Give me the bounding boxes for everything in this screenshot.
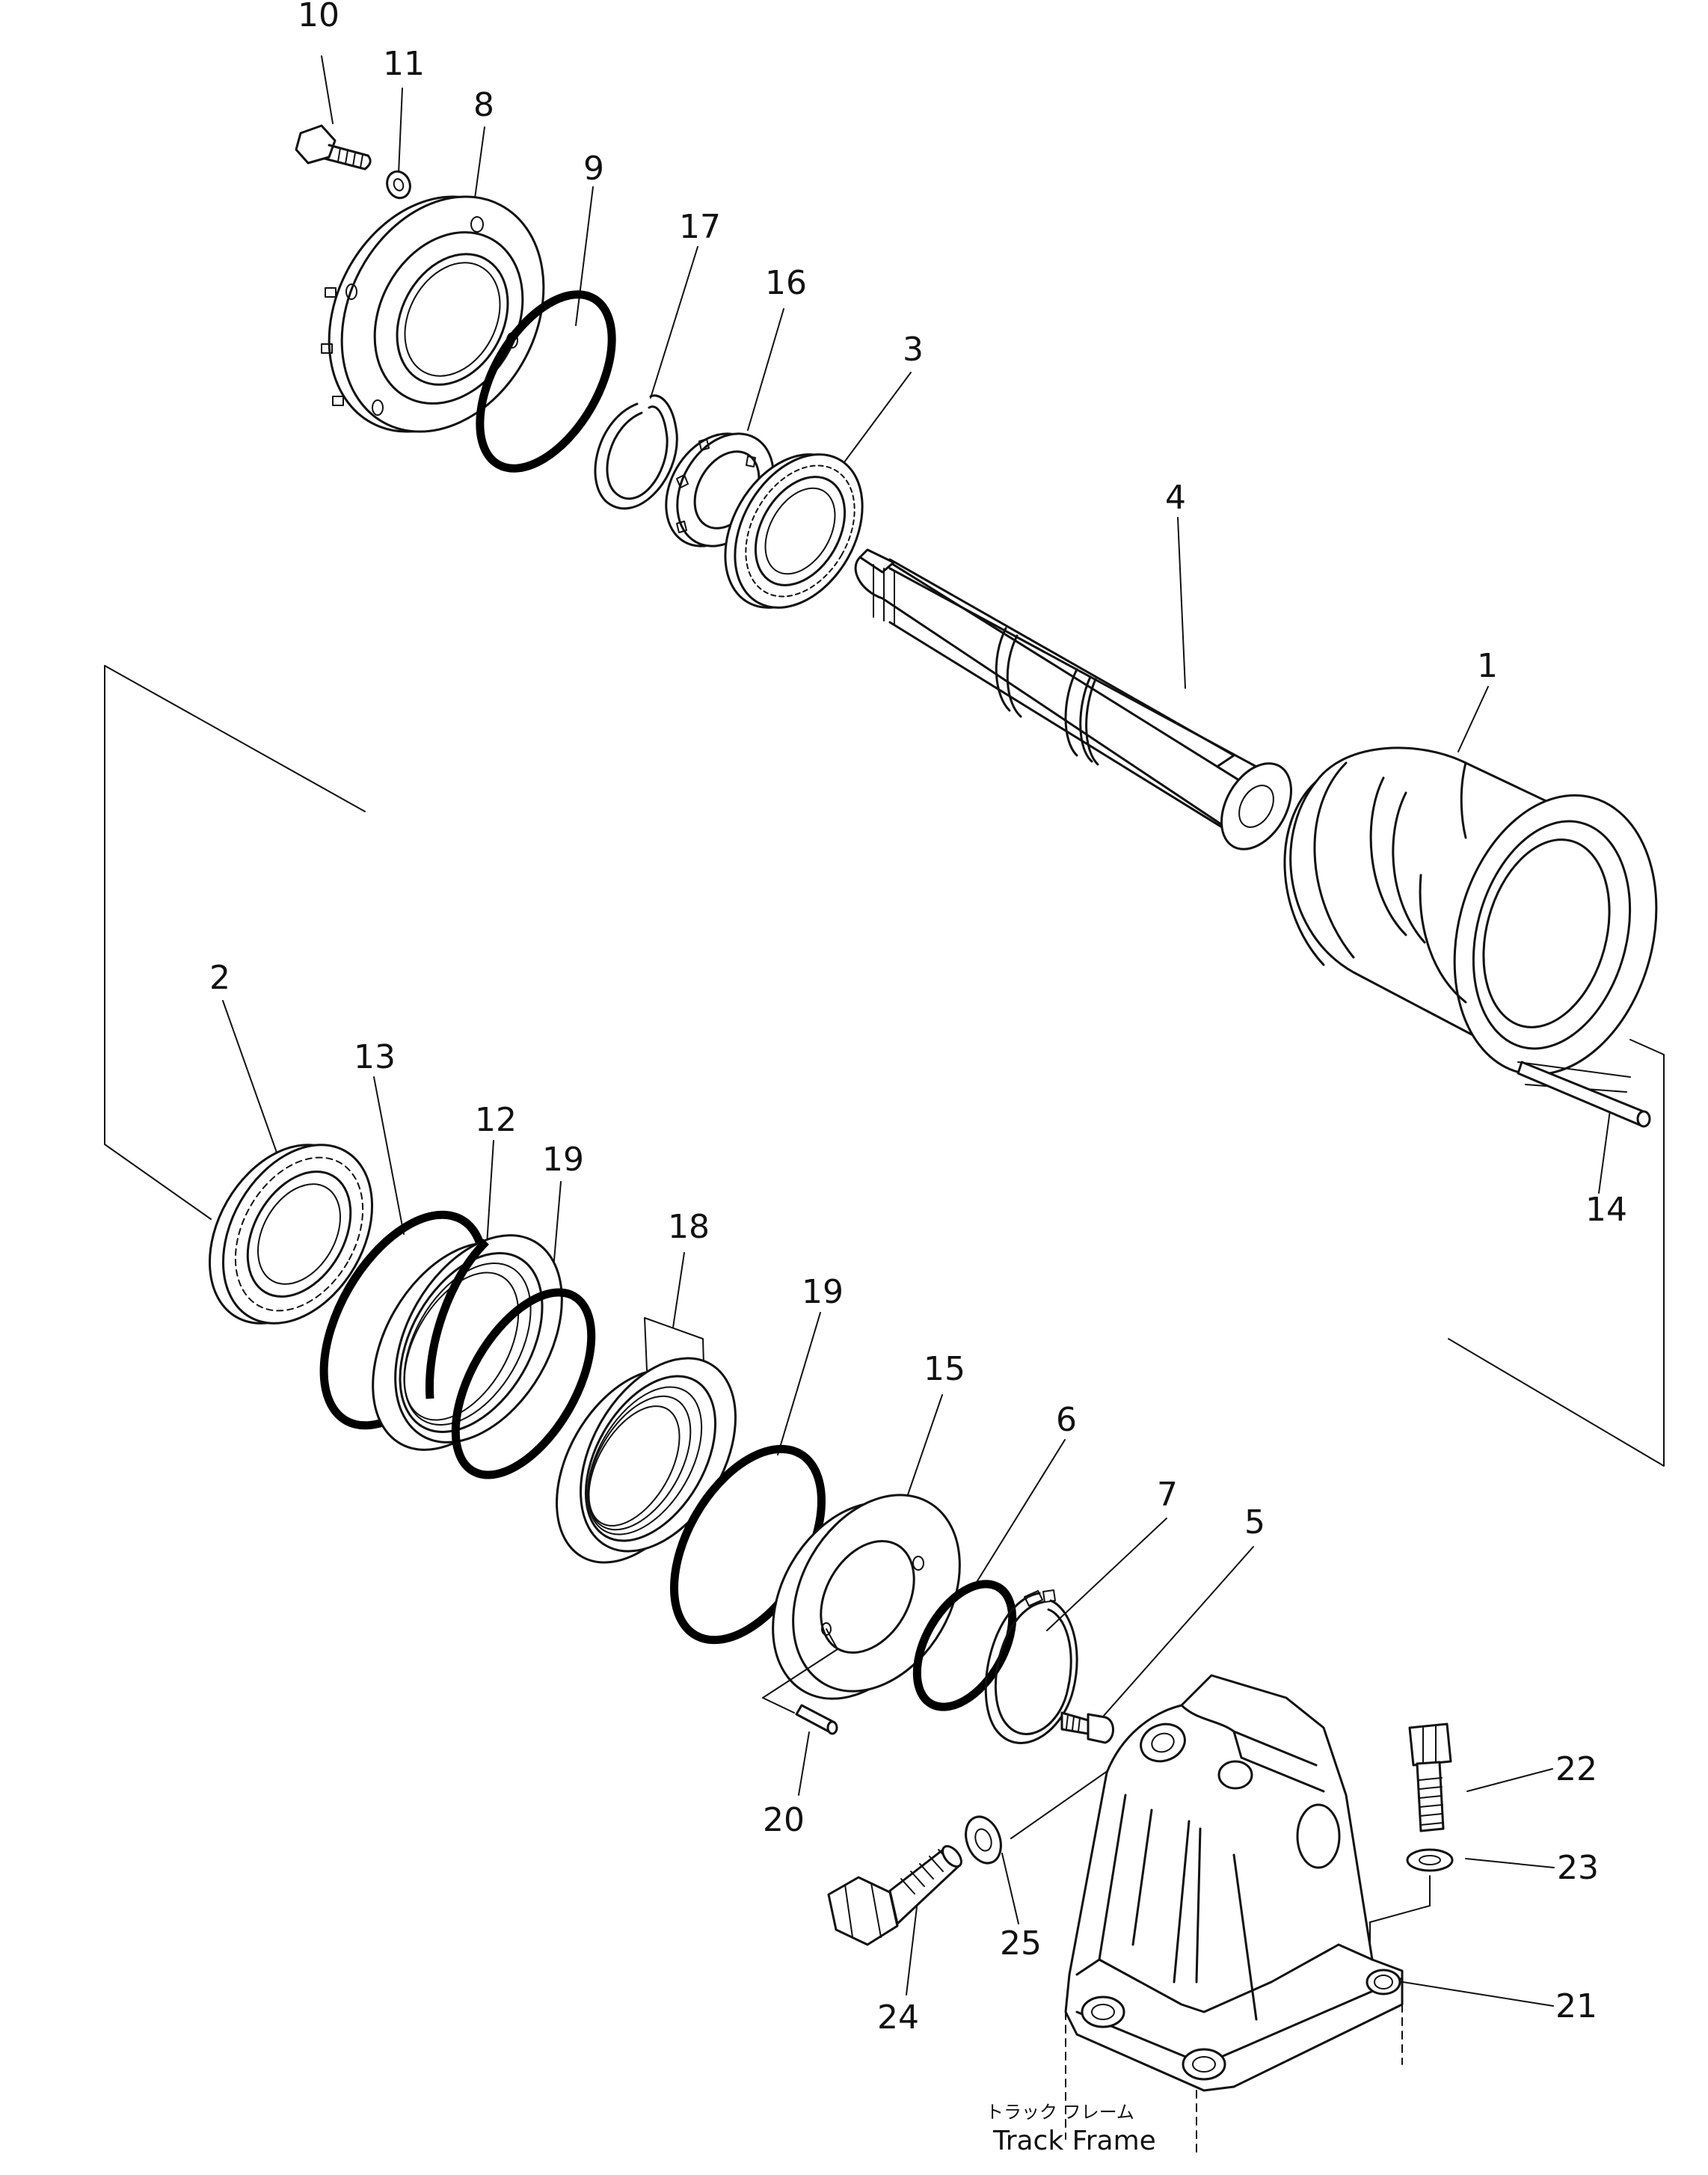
part-8-cover — [321, 195, 545, 433]
part-18-floating-seal — [556, 1317, 737, 1564]
callout-13: 13 — [354, 1038, 396, 1076]
callout-22: 22 — [1555, 1750, 1597, 1788]
part-22-bolt — [1408, 1722, 1452, 1832]
callout-2: 2 — [209, 959, 230, 997]
part-12-floating-seal — [372, 1234, 563, 1451]
callout-15: 15 — [924, 1350, 965, 1388]
part-3-bearing — [724, 453, 864, 609]
caption-english: Track Frame — [992, 2126, 1156, 2156]
callout-19-upper: 19 — [542, 1141, 584, 1179]
callout-18: 18 — [668, 1208, 710, 1246]
callout-21: 21 — [1555, 1987, 1597, 2025]
part-23-washer — [1406, 1848, 1454, 1872]
callout-6: 6 — [1056, 1401, 1077, 1439]
track-frame-caption: トラック フレーム Track Frame — [986, 2102, 1156, 2156]
part-10-bolt — [295, 124, 372, 171]
part-7-snap-ring — [984, 1589, 1078, 1744]
part-15-collar — [772, 1494, 961, 1700]
part-1-roller — [1283, 746, 1658, 1128]
callout-24: 24 — [877, 1998, 919, 2037]
part-11-washer — [386, 170, 411, 200]
callout-8: 8 — [473, 86, 494, 124]
callout-17: 17 — [679, 208, 721, 246]
part-5-bolt — [1060, 1711, 1114, 1744]
callout-25: 25 — [1000, 1924, 1042, 1963]
assembly-bracket-lines — [104, 665, 1665, 1467]
callout-19-lower: 19 — [802, 1273, 844, 1311]
part-21-housing — [1064, 1674, 1404, 2155]
callout-1: 1 — [1477, 647, 1498, 685]
callout-20: 20 — [763, 1801, 805, 1839]
callout-12: 12 — [475, 1101, 517, 1139]
callout-4: 4 — [1165, 479, 1186, 517]
part-2-bearing — [208, 1144, 374, 1325]
part-9-o-ring — [476, 290, 616, 473]
callout-10: 10 — [298, 0, 340, 34]
callout-16: 16 — [765, 264, 807, 302]
callout-5: 5 — [1244, 1503, 1265, 1541]
part-25-washer — [965, 1815, 1002, 1865]
callout-11: 11 — [383, 45, 425, 83]
callout-labels: 10 11 8 9 17 16 3 4 1 14 2 13 12 19 18 1… — [209, 0, 1627, 2037]
part-24-bolt — [827, 1844, 962, 1946]
callout-7: 7 — [1157, 1476, 1178, 1514]
part-17-snap-ring — [594, 394, 678, 510]
callout-23: 23 — [1557, 1849, 1599, 1887]
callout-3: 3 — [903, 331, 924, 369]
caption-japanese: トラック フレーム — [986, 2102, 1134, 2123]
part-19-o-ring-upper — [451, 1288, 596, 1479]
callout-9: 9 — [583, 150, 604, 188]
part-20-pin — [762, 1628, 838, 1735]
part-4-shaft — [854, 548, 1292, 850]
callout-14: 14 — [1585, 1191, 1627, 1229]
